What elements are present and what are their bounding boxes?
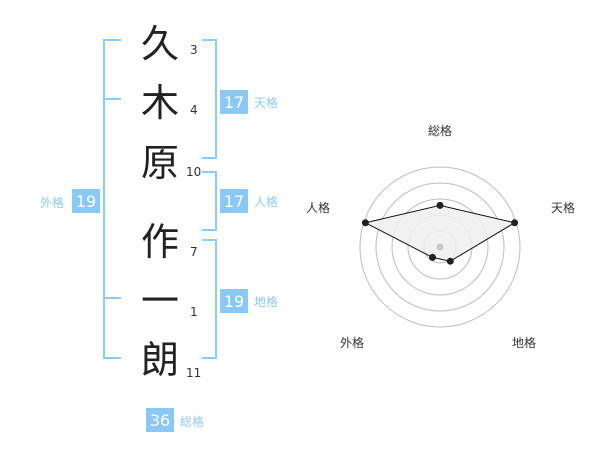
chi-fortune: 19 地格	[220, 289, 278, 313]
so-fortune: 36 総格	[146, 408, 204, 432]
gai-value-box	[72, 189, 100, 213]
gai-bracket	[103, 39, 121, 359]
radar-point-3	[446, 257, 454, 265]
radar-label-jin: 人格	[306, 200, 330, 215]
jin-label: 人格	[254, 194, 278, 209]
so-label: 総格	[180, 414, 204, 429]
radar-chart: 総格 天格 地格 外格 人格	[306, 123, 575, 350]
radar-ring-3	[391, 198, 489, 296]
chi-label: 地格	[254, 294, 278, 309]
chi-value-box	[220, 289, 248, 313]
so-value-box	[146, 408, 174, 432]
ten-fortune: 17 天格	[220, 90, 278, 114]
ten-value: 17	[224, 93, 244, 112]
jin-value-box	[220, 189, 248, 213]
radar-point-2	[511, 219, 519, 227]
ten-label: 天格	[254, 95, 278, 110]
name-char-1: 久	[141, 22, 179, 66]
chi-value: 19	[224, 292, 244, 311]
so-value: 36	[150, 411, 170, 430]
stroke-count-4: 7	[190, 245, 198, 259]
radar-polygon	[363, 204, 516, 262]
jin-value: 17	[224, 192, 244, 211]
radar-point-4	[429, 253, 436, 261]
stroke-count-5: 1	[190, 305, 198, 319]
jin-bracket	[202, 171, 217, 231]
chi-bracket	[202, 239, 217, 359]
stroke-count-3: 10	[186, 165, 201, 179]
jin-fortune: 17 人格	[220, 189, 278, 213]
radar-point-1	[436, 201, 444, 209]
radar-label-so: 総格	[428, 123, 452, 138]
name-panel: 久 木 原 作 一 朗 3 4 10 7 1 11 17 天格 17 人格	[40, 22, 278, 432]
stroke-count-1: 3	[190, 43, 198, 57]
radar-center-dot	[436, 243, 444, 251]
name-char-3: 原	[141, 141, 179, 185]
stroke-count-6: 11	[186, 366, 201, 380]
radar-points	[361, 201, 519, 265]
gai-label: 外格	[40, 195, 64, 210]
name-char-6: 朗	[141, 338, 179, 382]
radar-label-gai: 外格	[340, 335, 364, 350]
radar-point-5	[361, 219, 369, 227]
radar-label-chi: 地格	[512, 335, 536, 350]
radar-ring-4	[375, 182, 505, 312]
name-char-4: 作	[141, 220, 179, 264]
ten-value-box	[220, 90, 248, 114]
gai-value: 19	[76, 192, 96, 211]
name-char-5: 一	[141, 279, 179, 323]
radar-label-ten: 天格	[551, 200, 575, 215]
gai-fortune: 外格 19	[40, 189, 100, 213]
stroke-count-2: 4	[190, 103, 198, 117]
ten-bracket	[202, 39, 217, 159]
radar-ring-5	[359, 166, 521, 328]
name-char-2: 木	[141, 81, 179, 125]
